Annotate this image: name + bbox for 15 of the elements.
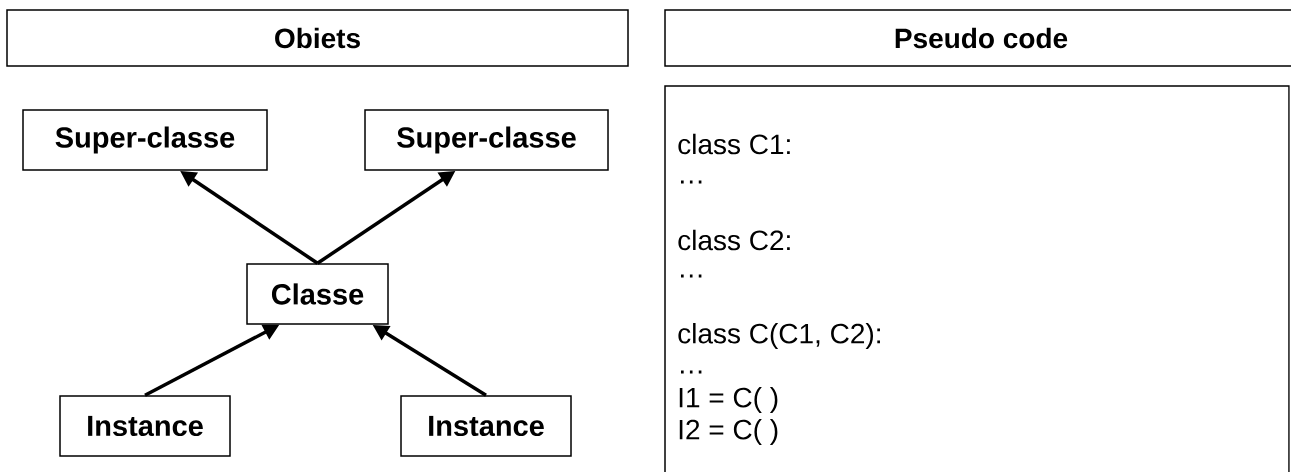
- code-line: …: [681, 180, 702, 184]
- class-box: Super-classe: [22, 109, 268, 171]
- code-line: I1 = C( ): [679, 386, 778, 414]
- code-line: class C(C1, C2):: [678, 322, 880, 350]
- code-line: …: [681, 274, 702, 278]
- class-box: Classe: [246, 263, 389, 325]
- code-line: …: [681, 370, 702, 374]
- code-line: I2 = C( ): [679, 418, 778, 446]
- class-box: Instance: [59, 395, 231, 457]
- code-line: class C1:: [678, 133, 790, 155]
- class-box: Instance: [400, 395, 572, 457]
- column-header: Pseudo code: [664, 9, 1291, 67]
- column-header: Obiets: [6, 9, 629, 67]
- class-box: Super-classe: [364, 109, 609, 171]
- code-line: class C2:: [678, 229, 790, 251]
